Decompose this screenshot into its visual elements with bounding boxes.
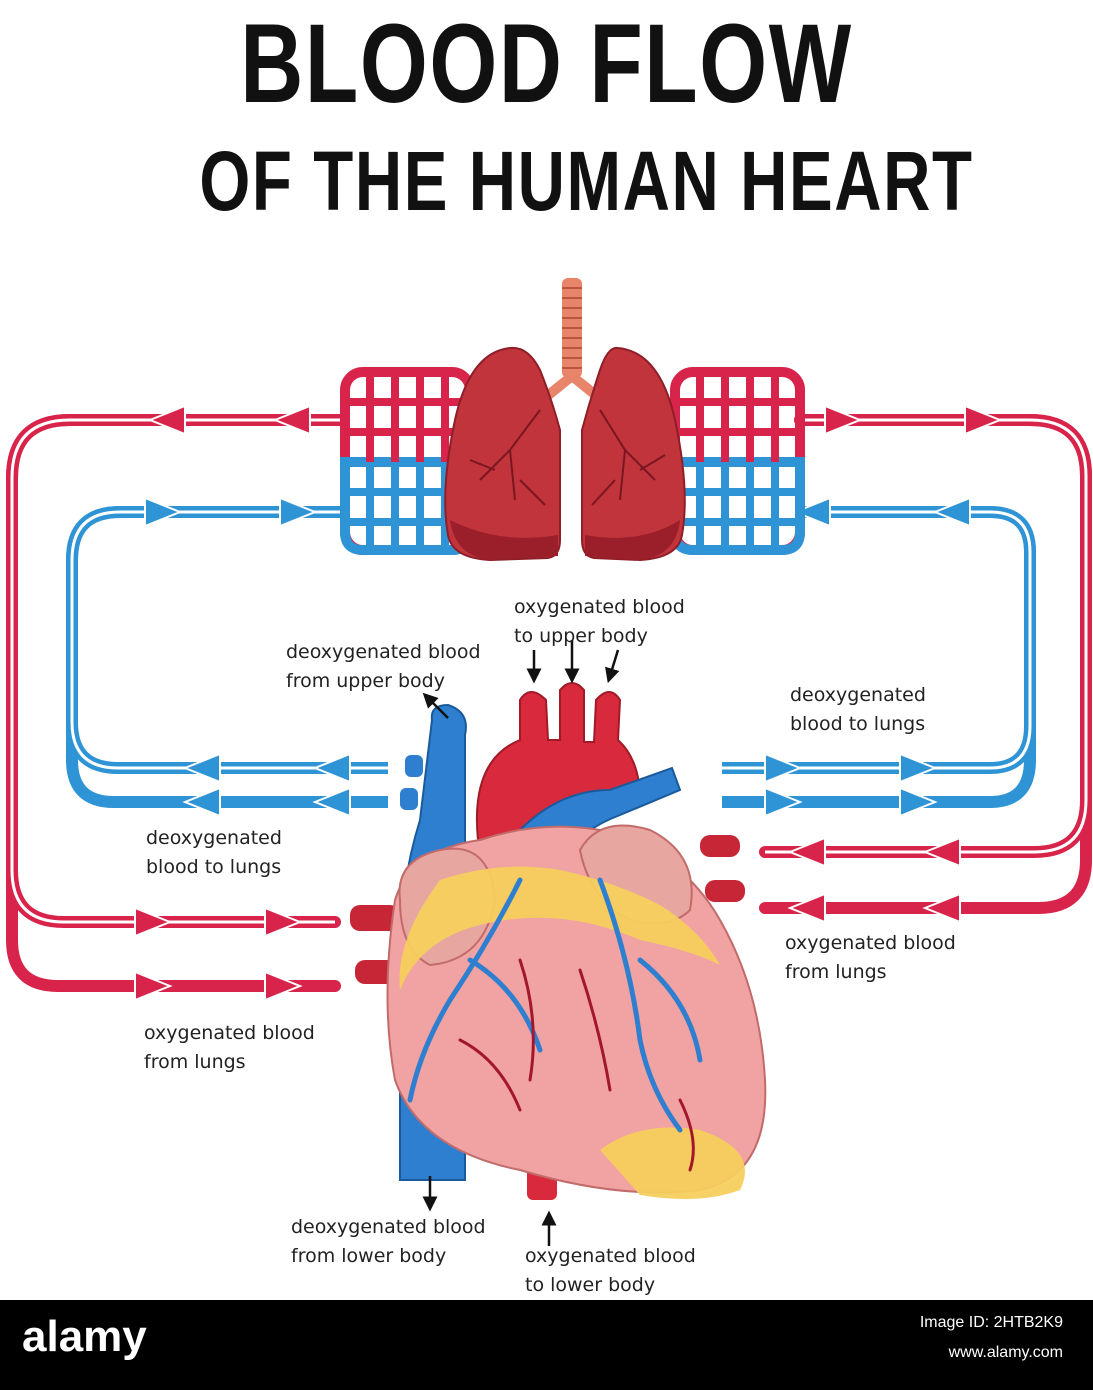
site-url: www.alamy.com — [948, 1344, 1063, 1361]
label-deoxygenated-blood-to-lungs-right: deoxygenated blood to lungs — [790, 684, 926, 735]
right-lung — [581, 346, 686, 562]
left-lung — [444, 346, 561, 562]
image-id: Image ID: 2HTB2K9 — [919, 1314, 1063, 1331]
label-oxygenated-blood-from-lungs-left: oxygenated blood from lungs — [144, 1022, 315, 1073]
label-oxygenated-blood-to-lower-body: oxygenated blood to lower body — [525, 1245, 696, 1296]
capillary-grid-right — [670, 367, 805, 555]
alamy-logo: alamy — [22, 1312, 147, 1361]
label-deoxygenated-blood-from-lower-body: deoxygenated blood from lower body — [291, 1216, 486, 1267]
title-line-1: BLOOD FLOW — [240, 1, 853, 126]
label-deoxygenated-blood-from-upper-body: deoxygenated blood from upper body — [286, 641, 481, 692]
label-oxygenated-blood-from-lungs-right: oxygenated blood from lungs — [785, 932, 956, 983]
pointer-arrows — [422, 640, 620, 1246]
heart — [386, 824, 767, 1199]
title-line-2: OF THE HUMAN HEART — [199, 134, 974, 228]
label-oxygenated-blood-to-upper-body: oxygenated blood to upper body — [514, 596, 685, 647]
blood-flow-diagram — [6, 278, 1092, 1246]
label-deoxygenated-blood-to-lungs-left: deoxygenated blood to lungs — [146, 827, 282, 878]
footer-bar: alamy Image ID: 2HTB2K9 www.alamy.com — [0, 1300, 1093, 1390]
flow-arrows — [134, 404, 1003, 1002]
lungs — [444, 278, 686, 562]
